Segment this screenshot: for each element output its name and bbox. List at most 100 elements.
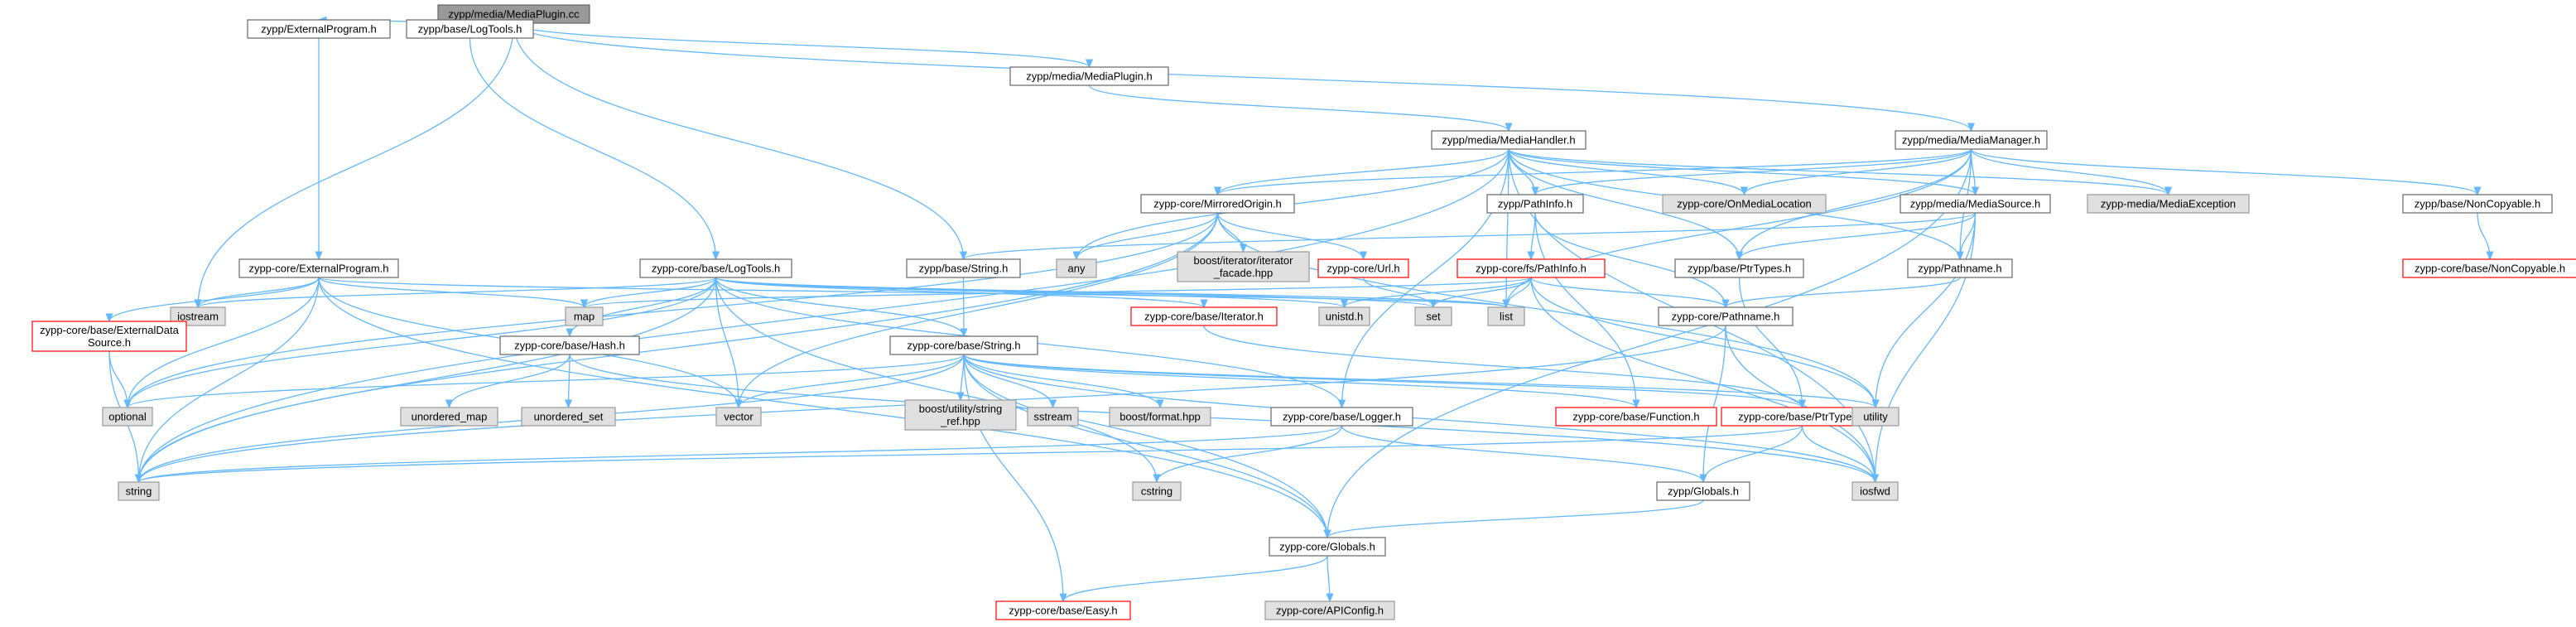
node-label: zypp-core/Pathname.h — [1672, 311, 1780, 323]
node-label: zypp/base/LogTools.h — [418, 23, 522, 36]
edge-mediaplugin-cc-to-base-string-h — [513, 22, 968, 261]
edge-mediasource-h-to-utility — [1871, 212, 1977, 409]
nodes-layer: zypp/media/MediaPlugin.cc zypp/ExternalPr… — [31, 4, 2576, 620]
node-noncopyable-h[interactable]: zypp/base/NonCopyable.h — [2402, 194, 2553, 214]
node-pathname-h[interactable]: zypp/Pathname.h — [1907, 258, 2013, 278]
edge-mediahandler-h-to-string — [134, 148, 1509, 484]
node-box — [1264, 600, 1395, 620]
node-base-ptrtypes-h[interactable]: zypp/base/PtrTypes.h — [1674, 258, 1804, 278]
node-box — [118, 481, 160, 501]
node-box — [1899, 194, 2051, 214]
node-label: zypp-core/APIConfig.h — [1276, 605, 1384, 617]
node-logtools-h[interactable]: zypp/base/LogTools.h — [406, 19, 534, 39]
edge-core-string-h-to-vector — [734, 354, 965, 409]
node-core-pathname-h[interactable]: zypp-core/Pathname.h — [1658, 306, 1794, 326]
node-box — [1027, 407, 1079, 427]
node-core-hash-h[interactable]: zypp-core/base/Hash.h — [499, 335, 640, 355]
node-mediahandler-h[interactable]: zypp/media/MediaHandler.h — [1431, 130, 1587, 150]
edge-mirroredorigin-h-to-optional — [123, 212, 1219, 409]
node-box — [1851, 481, 1899, 501]
node-externalprogram-h[interactable]: zypp/ExternalProgram.h — [247, 19, 391, 39]
node-core-globals-h[interactable]: zypp-core/Globals.h — [1269, 537, 1386, 557]
node-core-logtools-h[interactable]: zypp-core/base/LogTools.h — [639, 258, 792, 278]
edge-core-string-h-to-utility — [963, 354, 1880, 409]
node-vector: vector — [715, 407, 762, 427]
edge-mirroredorigin-h-to-any — [1072, 212, 1219, 261]
node-label: zypp-core/base/PtrTypes.h — [1738, 411, 1866, 423]
node-label: map — [574, 311, 595, 323]
node-label: iostream — [177, 311, 219, 323]
edge-mediamanager-h-to-noncopyable-h — [1970, 148, 2482, 196]
edge-pathinfo-h-to-core-function-h — [1534, 212, 1640, 409]
node-mirroredorigin-h[interactable]: zypp-core/MirroredOrigin.h — [1140, 194, 1295, 214]
node-box — [1457, 258, 1606, 278]
node-box — [499, 335, 640, 355]
edge-core-string-h-to-format-hpp — [963, 354, 1164, 409]
node-box — [521, 407, 616, 427]
node-label: zypp/media/MediaHandler.h — [1442, 134, 1575, 147]
edge-mediaplugin-cc-to-mediamanager-h — [513, 22, 1976, 133]
edge-externalprogram-h-to-core-externalprogram-h — [315, 38, 323, 261]
node-cstring: cstring — [1132, 481, 1182, 501]
edge-mediahandler-h-to-onmedialocation — [1508, 148, 1749, 196]
node-box — [1658, 306, 1794, 326]
edge-core-string-h-to-core-ptrtypes-h — [963, 354, 1807, 409]
node-mediasource-h[interactable]: zypp/media/MediaSource.h — [1899, 194, 2051, 214]
node-box — [1269, 537, 1386, 557]
edge-mediamanager-h-to-onmedialocation — [1740, 148, 1972, 196]
node-label: zypp/media/MediaPlugin.cc — [448, 8, 580, 21]
node-core-function-h[interactable]: zypp-core/base/Function.h — [1555, 407, 1717, 427]
node-box — [1895, 130, 2048, 150]
edge-mediahandler-h-to-mediasource-h — [1508, 148, 1980, 196]
node-mediamanager-h[interactable]: zypp/media/MediaManager.h — [1895, 130, 2048, 150]
edges-layer — [105, 16, 2494, 603]
node-box — [102, 407, 153, 427]
node-label: boost/utility/string — [919, 403, 1002, 415]
edge-core-externalprogram-h-to-list — [318, 277, 1510, 309]
node-label: set — [1426, 311, 1441, 323]
node-box — [639, 258, 792, 278]
node-label: zypp-core/base/Iterator.h — [1144, 311, 1264, 323]
node-core-iterator-h[interactable]: zypp-core/base/Iterator.h — [1130, 306, 1278, 326]
node-label: zypp/PathInfo.h — [1498, 198, 1572, 210]
node-label: unordered_map — [412, 411, 488, 423]
edge-fs-pathinfo-h-to-core-pathname-h — [1530, 277, 1730, 309]
edge-core-globals-h-to-core-easy-h — [1059, 555, 1328, 603]
node-base-string-h[interactable]: zypp/base/String.h — [906, 258, 1021, 278]
node-label: zypp/base/PtrTypes.h — [1688, 263, 1791, 275]
node-label: Source.h — [88, 336, 131, 349]
edge-mediasource-h-to-base-string-h — [959, 212, 1977, 261]
node-core-noncopyable-h[interactable]: zypp-core/base/NonCopyable.h — [2402, 258, 2576, 278]
node-globals-h[interactable]: zypp/Globals.h — [1656, 481, 1750, 501]
node-onmedialocation: zypp-core/OnMediaLocation — [1662, 194, 1827, 214]
edge-core-ptrtypes-h-to-string — [134, 425, 1803, 484]
node-label: zypp-core/base/Function.h — [1572, 411, 1699, 423]
node-sstream: sstream — [1027, 407, 1079, 427]
node-box — [1662, 194, 1827, 214]
node-core-externalprogram-h[interactable]: zypp-core/ExternalProgram.h — [238, 258, 399, 278]
node-iosfwd: iosfwd — [1851, 481, 1899, 501]
edge-core-logtools-h-to-list — [715, 277, 1510, 309]
node-core-url-h[interactable]: zypp-core/Url.h — [1317, 258, 1409, 278]
edge-core-logger-h-to-string — [134, 425, 1343, 484]
edge-core-hash-h-to-unordered-map — [445, 354, 571, 409]
node-label: list — [1500, 311, 1513, 323]
node-box — [715, 407, 762, 427]
node-core-string-h[interactable]: zypp-core/base/String.h — [889, 335, 1038, 355]
node-box — [1674, 258, 1804, 278]
edge-mirroredorigin-h-to-string — [134, 212, 1219, 484]
node-fs-pathinfo-h[interactable]: zypp-core/fs/PathInfo.h — [1457, 258, 1606, 278]
edge-core-logtools-h-to-map — [580, 277, 717, 309]
node-label: zypp-core/Url.h — [1327, 263, 1399, 275]
node-mediaplugin-h[interactable]: zypp/media/MediaPlugin.h — [1009, 66, 1169, 86]
edge-core-string-h-to-optional — [123, 354, 965, 409]
node-label: boost/format.hpp — [1119, 411, 1201, 423]
node-label: any — [1068, 263, 1086, 275]
edge-mediasource-h-to-base-ptrtypes-h — [1735, 212, 1977, 261]
node-core-logger-h[interactable]: zypp-core/base/Logger.h — [1270, 407, 1413, 427]
edge-core-logger-h-to-cstring — [1153, 425, 1343, 484]
node-pathinfo-h[interactable]: zypp/PathInfo.h — [1486, 194, 1584, 214]
node-core-easy-h[interactable]: zypp-core/base/Easy.h — [995, 600, 1131, 620]
